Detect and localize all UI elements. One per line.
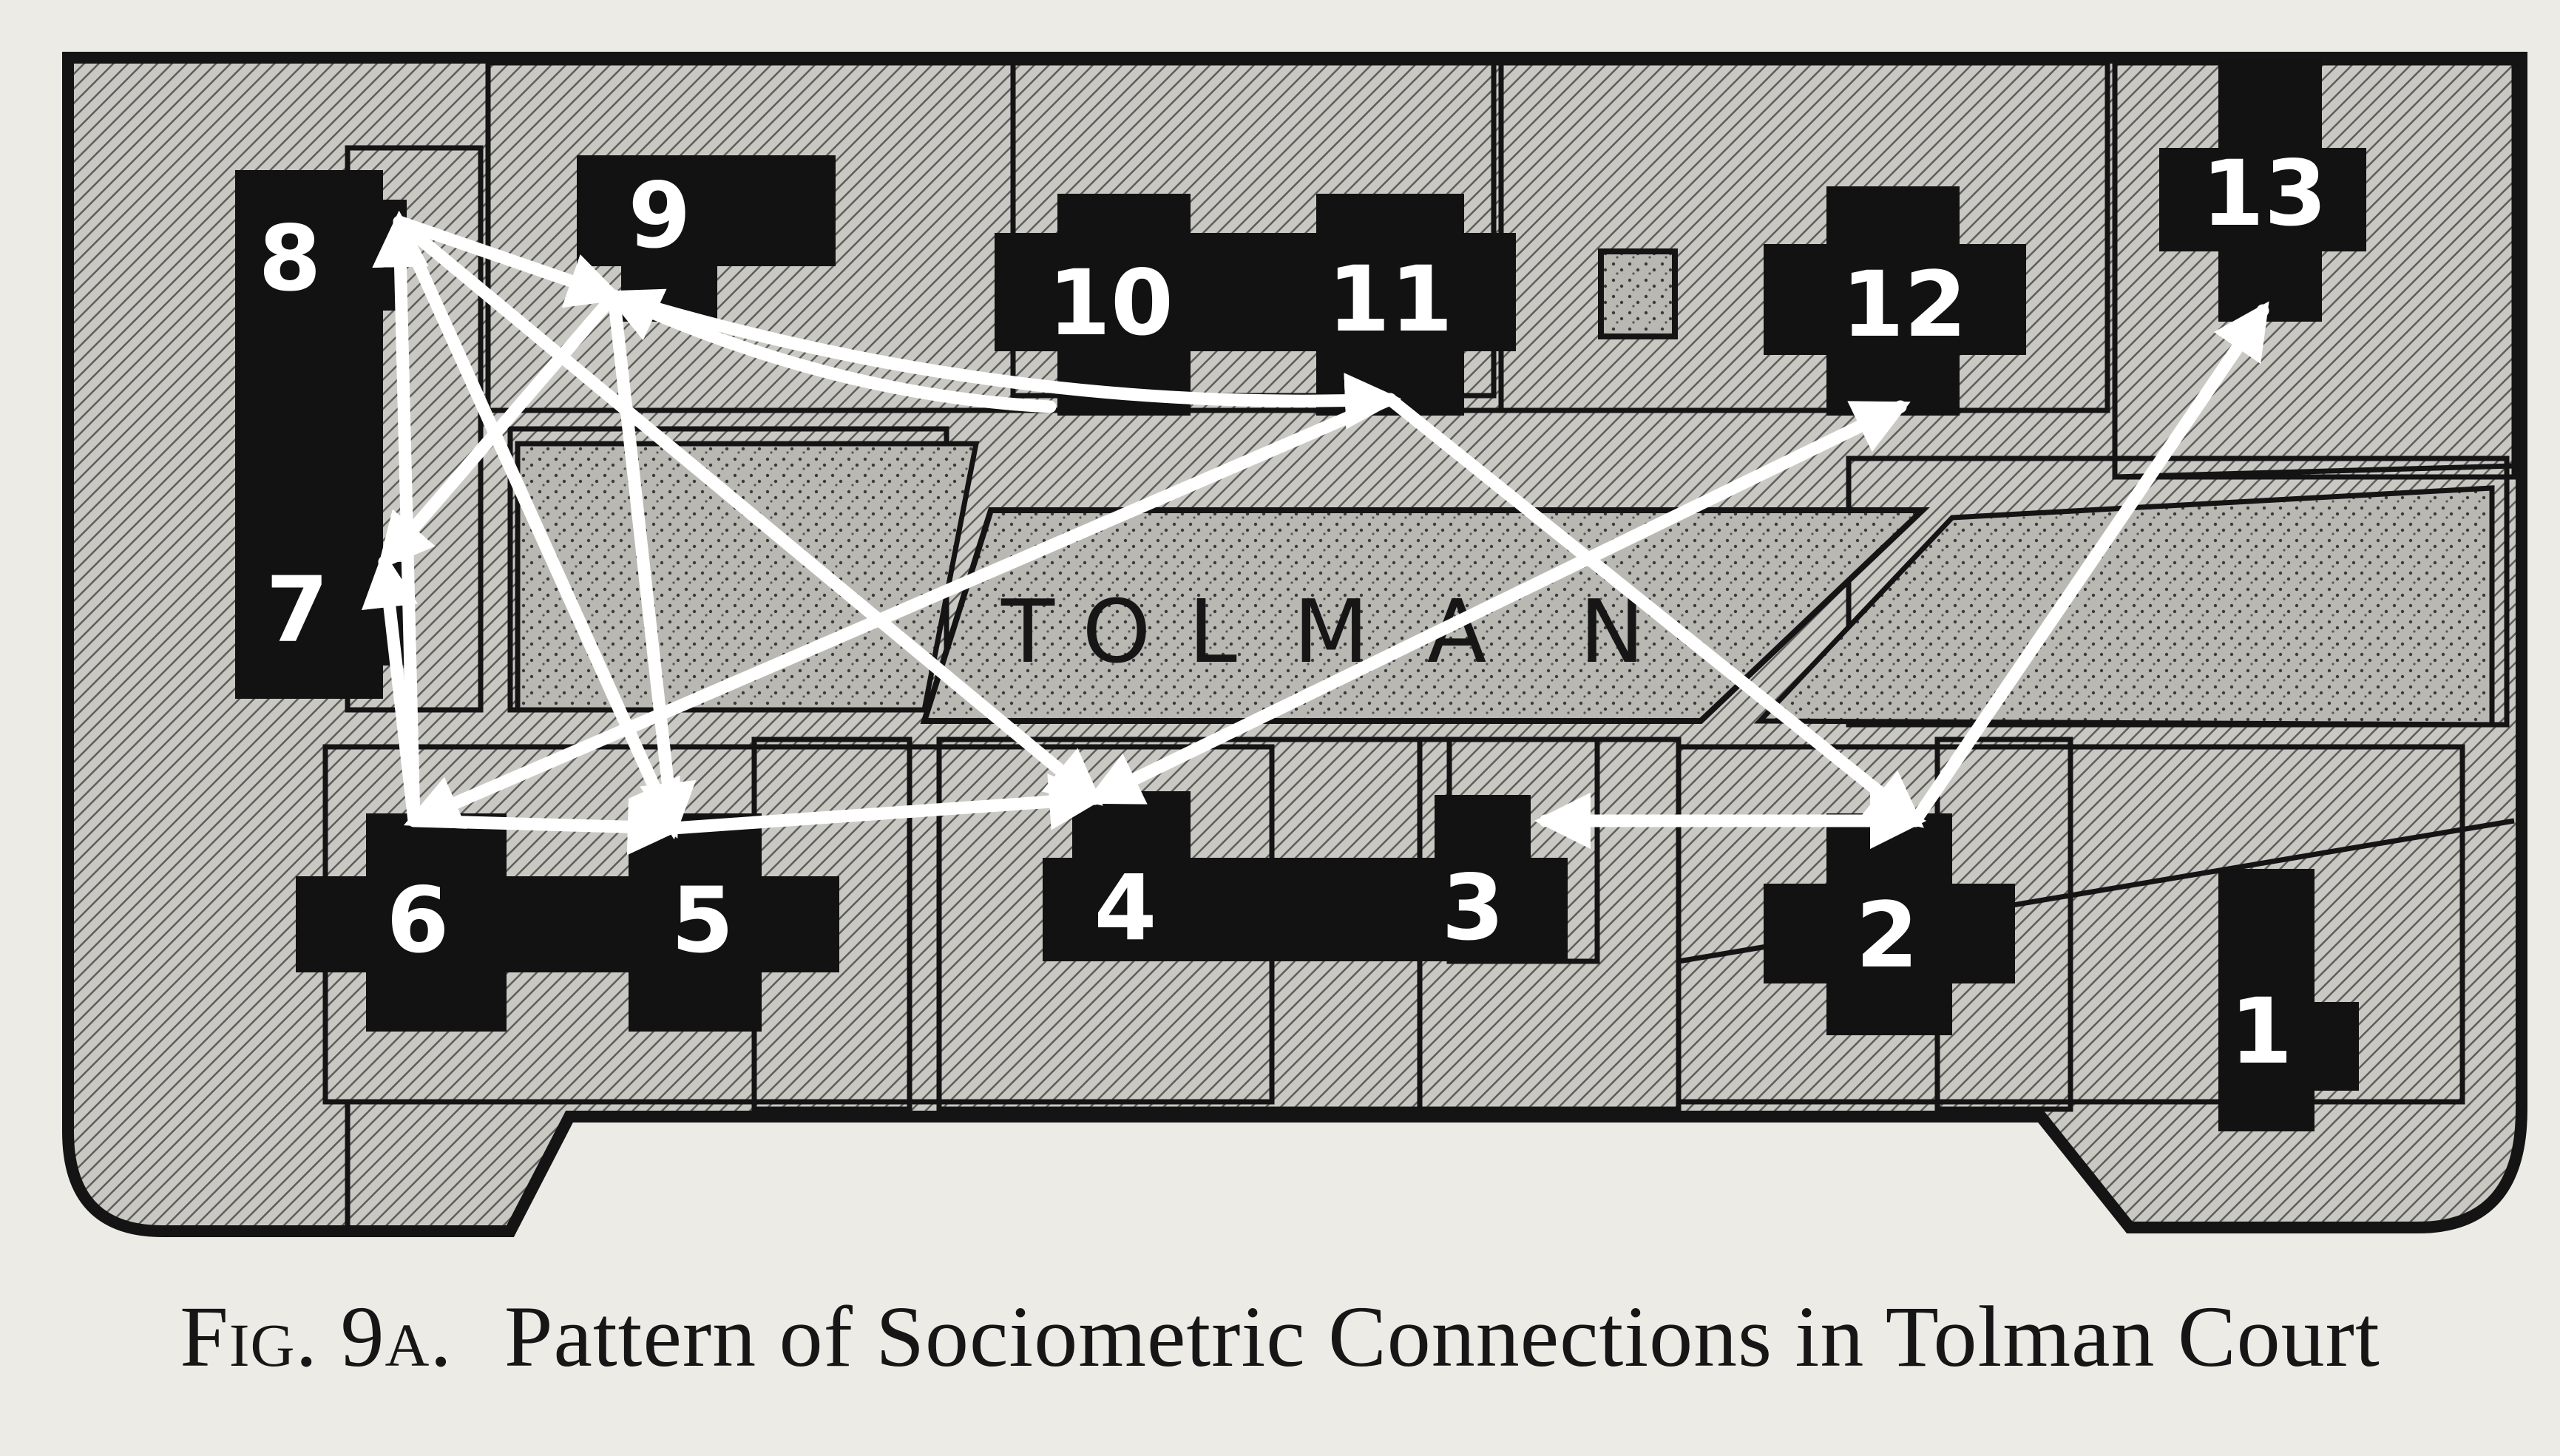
unit-label-4: 4: [1094, 856, 1157, 961]
figure-caption: Fig. 9a. Pattern of Sociometric Connectio…: [0, 1287, 2560, 1387]
unit-label-5: 5: [671, 868, 734, 973]
figure-caption-text: Pattern of Sociometric Connections in To…: [504, 1288, 2380, 1385]
unit-9-footprint: [577, 155, 836, 266]
left-lawn: [515, 441, 980, 713]
unit-label-9: 9: [629, 163, 691, 268]
connection-11-to-2: [1384, 393, 1924, 828]
figure-label: Fig. 9a.: [180, 1288, 453, 1385]
connection-10-to-9: [603, 288, 1057, 413]
unit-label-7: 7: [266, 558, 329, 663]
unit-12-wing: [1826, 186, 1960, 416]
court-name-letter: O: [1083, 580, 1151, 683]
connection-11-to-6: [403, 393, 1397, 829]
connection-5-to-4: [666, 773, 1106, 835]
unit-3-wing: [1435, 795, 1531, 935]
central-lawn: [920, 507, 1931, 724]
unit-label-2: 2: [1856, 883, 1919, 988]
small-shed: [1598, 248, 1678, 339]
court-name-letter: L: [1188, 580, 1237, 683]
right-lawn: [1753, 485, 2495, 728]
connection-6-to-5: [407, 799, 685, 856]
unit-label-8: 8: [259, 206, 322, 311]
unit-label-3: 3: [1442, 856, 1505, 961]
connection-4-to-12: [1088, 400, 1911, 805]
connection-9-to-5: [607, 289, 697, 840]
unit-10-wing: [1057, 194, 1191, 416]
connection-9-to-7: [377, 289, 620, 571]
unit-label-1: 1: [2230, 979, 2293, 1084]
court-name-letter: T: [1000, 580, 1055, 683]
connection-9-to-11: [607, 289, 1402, 430]
connection-arrows: [361, 210, 2269, 856]
connection-8-to-4: [393, 215, 1103, 806]
connection-8-to-9: [393, 215, 625, 308]
unit-label-10: 10: [1048, 251, 1174, 356]
connection-2-to-13: [1909, 301, 2269, 827]
unit-label-13: 13: [2201, 141, 2327, 246]
unit-label-12: 12: [1841, 252, 1967, 357]
unit-2-wing: [1826, 813, 1952, 1035]
unit-6-wing: [366, 813, 507, 1032]
unit-13-wing: [2218, 59, 2322, 322]
unit-label-11: 11: [1327, 247, 1453, 352]
unit-1-wing: [2285, 1002, 2359, 1091]
unit-label-6: 6: [387, 868, 450, 973]
